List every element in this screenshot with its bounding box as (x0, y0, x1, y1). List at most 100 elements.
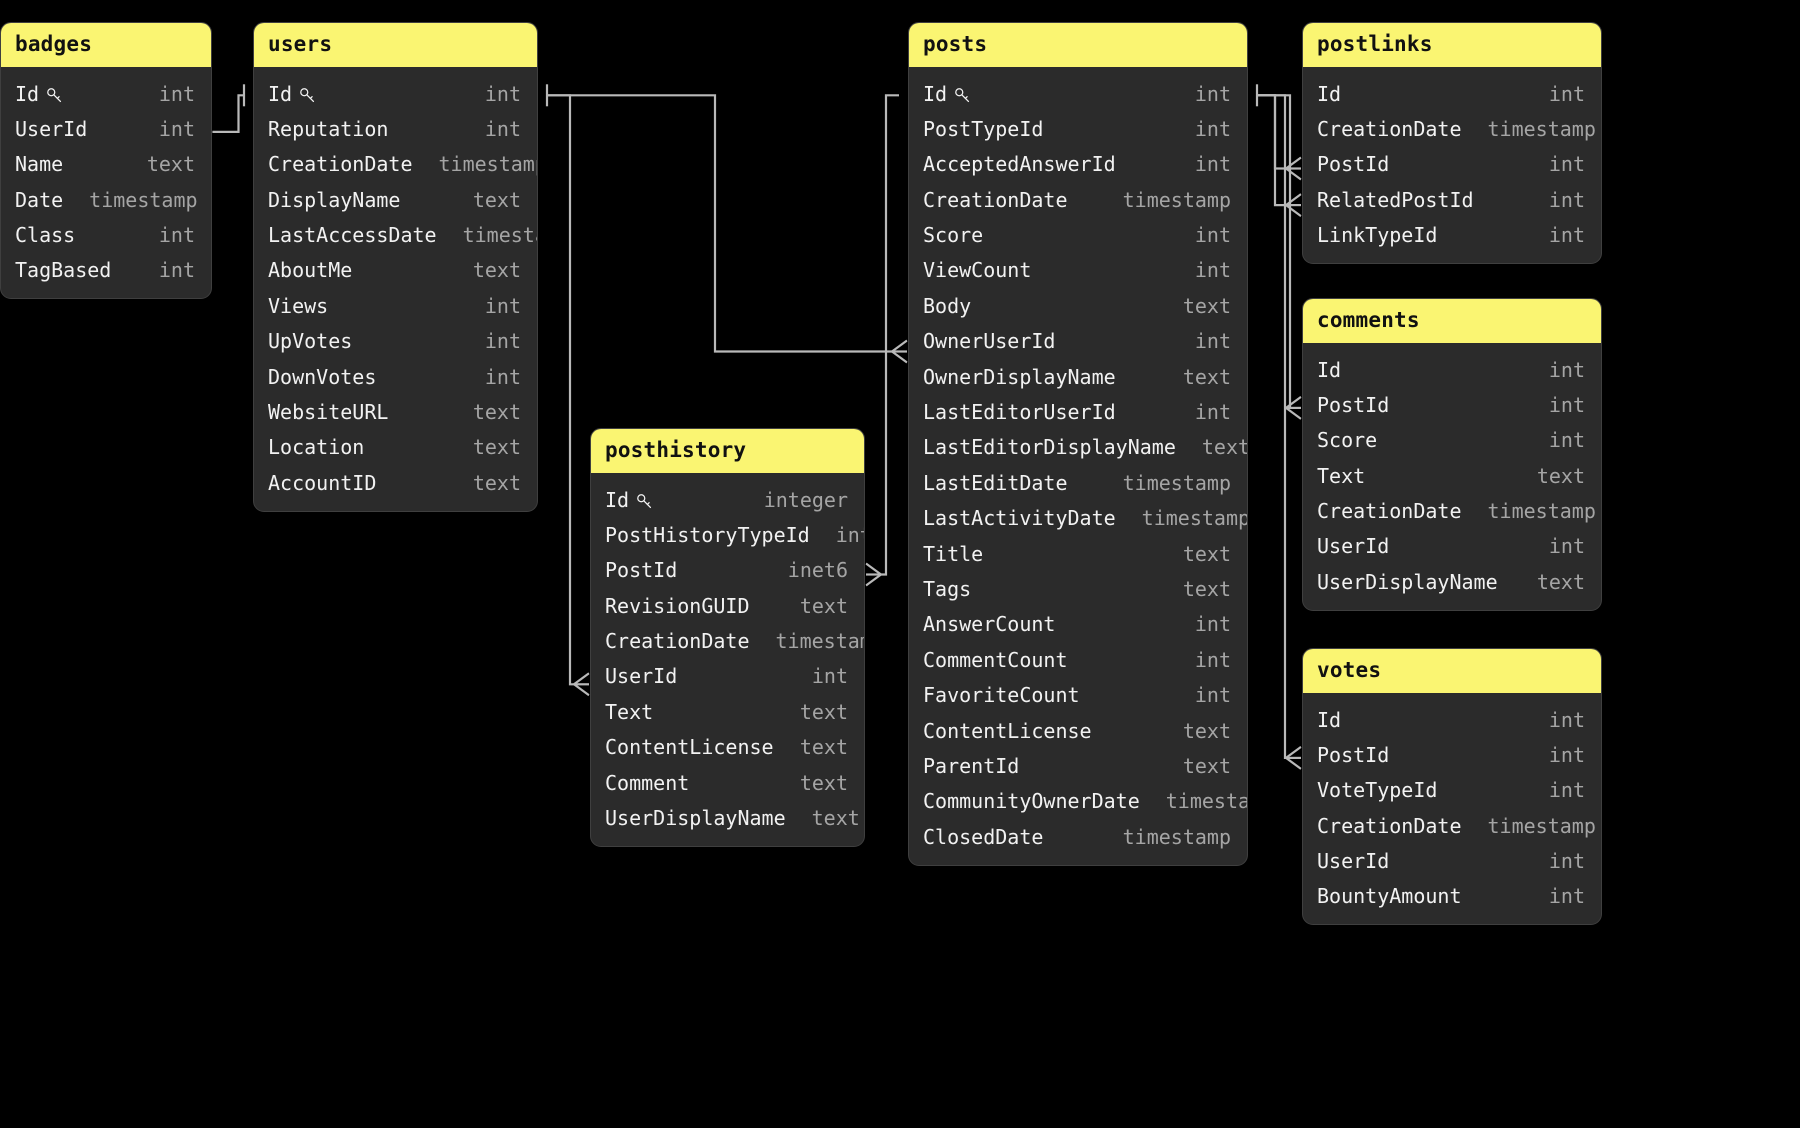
column-name: UserId (1317, 849, 1389, 873)
column-name: FavoriteCount (923, 683, 1080, 707)
column-name-text: FavoriteCount (923, 683, 1080, 708)
column-name-text: AccountID (268, 470, 377, 495)
column-name-text: AboutMe (268, 258, 353, 283)
column-name-text: CreationDate (923, 187, 1068, 212)
column-name-text: AcceptedAnswerId (923, 152, 1116, 177)
key-icon (46, 87, 63, 104)
table-title-posthistory: posthistory (591, 429, 864, 473)
column-name-text: Body (923, 293, 972, 318)
column-row[interactable]: PostHistoryTypeIdint (591, 517, 864, 552)
column-name-text: Id (15, 81, 40, 106)
column-name-text: RelatedPostId (1317, 187, 1474, 212)
column-name: Text (1317, 464, 1365, 488)
column-row[interactable]: CommunityOwnerDate timestamp (909, 784, 1247, 819)
column-name-text: UserId (1317, 534, 1390, 559)
column-type: text (1182, 541, 1231, 566)
column-row[interactable]: LastAccessDatetimestamp (254, 218, 537, 253)
table-posthistory[interactable]: posthistoryIdintegerPostHistoryTypeIdint… (590, 428, 865, 847)
column-name: Class (15, 223, 75, 247)
column-name-text: Id (923, 81, 948, 106)
column-name: CommunityOwnerDate (923, 789, 1140, 813)
column-name-text: PostId (1317, 392, 1390, 417)
column-type: timestamp (1165, 789, 1247, 814)
table-title-postlinks: postlinks (1303, 23, 1601, 67)
column-name-text: UserId (15, 116, 88, 141)
column-name: UserDisplayName (1317, 570, 1498, 594)
column-name: Id (605, 488, 653, 512)
